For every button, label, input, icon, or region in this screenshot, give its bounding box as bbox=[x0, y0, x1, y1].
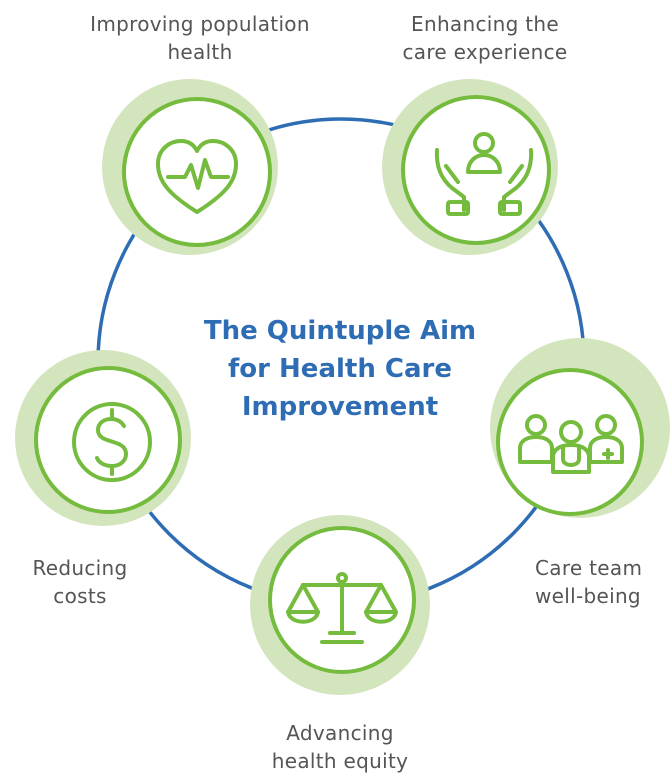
dollar-icon bbox=[72, 402, 152, 482]
aim-node-care-experience bbox=[382, 79, 558, 255]
aim-node-reducing-costs bbox=[15, 350, 191, 526]
aim-node-health-equity bbox=[250, 515, 430, 695]
aim-node-care-team bbox=[490, 338, 670, 518]
aim-node-population-health bbox=[102, 79, 278, 255]
diagram-title: The Quintuple Aim for Health Care Improv… bbox=[203, 316, 477, 422]
label-care-team: Care team well-being bbox=[535, 556, 643, 608]
care-team-icon bbox=[518, 414, 624, 474]
label-health-equity: Advancing health equity bbox=[271, 721, 409, 773]
label-reducing-costs: Reducing costs bbox=[32, 556, 128, 608]
scales-icon bbox=[286, 572, 398, 644]
label-care-experience: Enhancing the care experience bbox=[402, 12, 568, 64]
caring-hands-icon bbox=[434, 132, 534, 216]
heart-pulse-icon bbox=[156, 139, 238, 214]
label-population-health: Improving population health bbox=[90, 12, 310, 64]
